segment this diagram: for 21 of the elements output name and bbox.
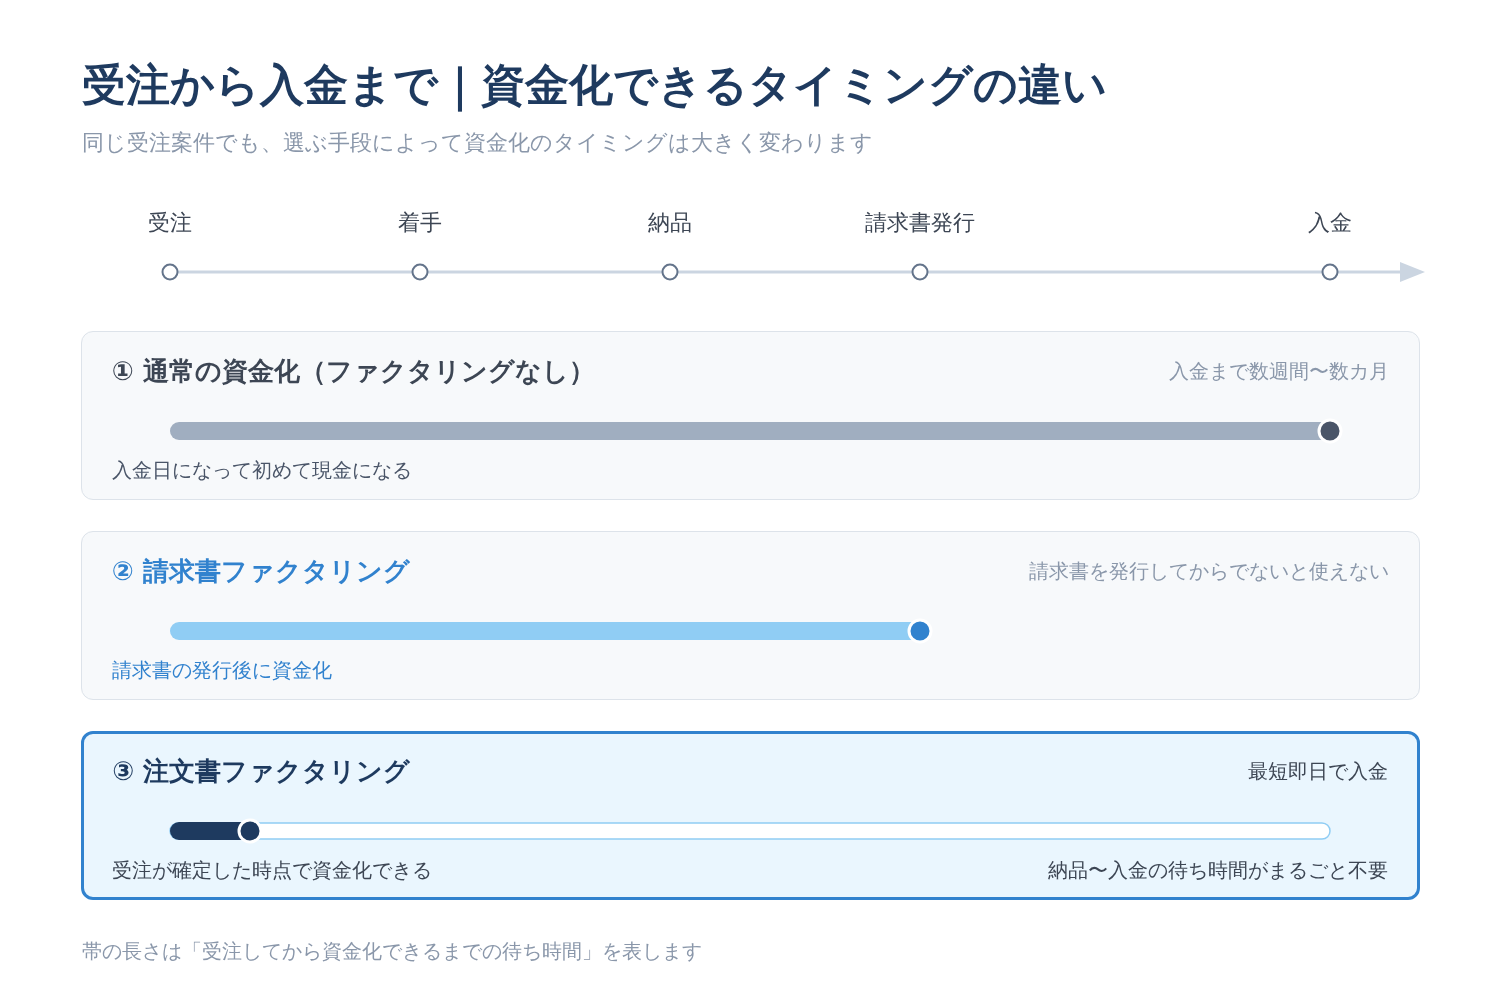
milestone-label: 入金 bbox=[1308, 210, 1352, 236]
method-card bbox=[81, 531, 1420, 700]
footnote: 帯の長さは「受注してから資金化できるまでの待ち時間」を表します bbox=[82, 938, 702, 964]
milestone-label: 受注 bbox=[148, 210, 192, 236]
milestone-label: 請求書発行 bbox=[865, 210, 975, 236]
milestone-label: 着手 bbox=[398, 210, 442, 236]
method-card bbox=[81, 331, 1420, 500]
card-heading: ① 通常の資金化（ファクタリングなし） bbox=[111, 354, 595, 387]
milestone-label: 納品 bbox=[648, 210, 692, 236]
card-note: 最短即日で入金 bbox=[1248, 758, 1388, 784]
subtitle: 同じ受注案件でも、選ぶ手段によって資金化のタイミングは大きく変わります bbox=[82, 130, 873, 156]
card-caption: 納品〜入金の待ち時間がまるごと不要 bbox=[1048, 857, 1388, 883]
card-caption: 受注が確定した時点で資金化できる bbox=[112, 857, 432, 883]
card-note: 請求書を発行してからでないと使えない bbox=[1028, 557, 1389, 584]
card-caption: 請求書の発行後に資金化 bbox=[111, 656, 332, 683]
method-card bbox=[81, 731, 1420, 900]
card-caption: 入金日になって初めて現金になる bbox=[111, 456, 412, 483]
card-note: 入金まで数週間〜数カ月 bbox=[1168, 357, 1389, 384]
title: 受注から入金まで｜資金化できるタイミングの違い bbox=[82, 60, 1107, 110]
card-heading: ③ 注文書ファクタリング bbox=[112, 755, 411, 787]
card-heading: ② 請求書ファクタリング bbox=[111, 554, 410, 587]
